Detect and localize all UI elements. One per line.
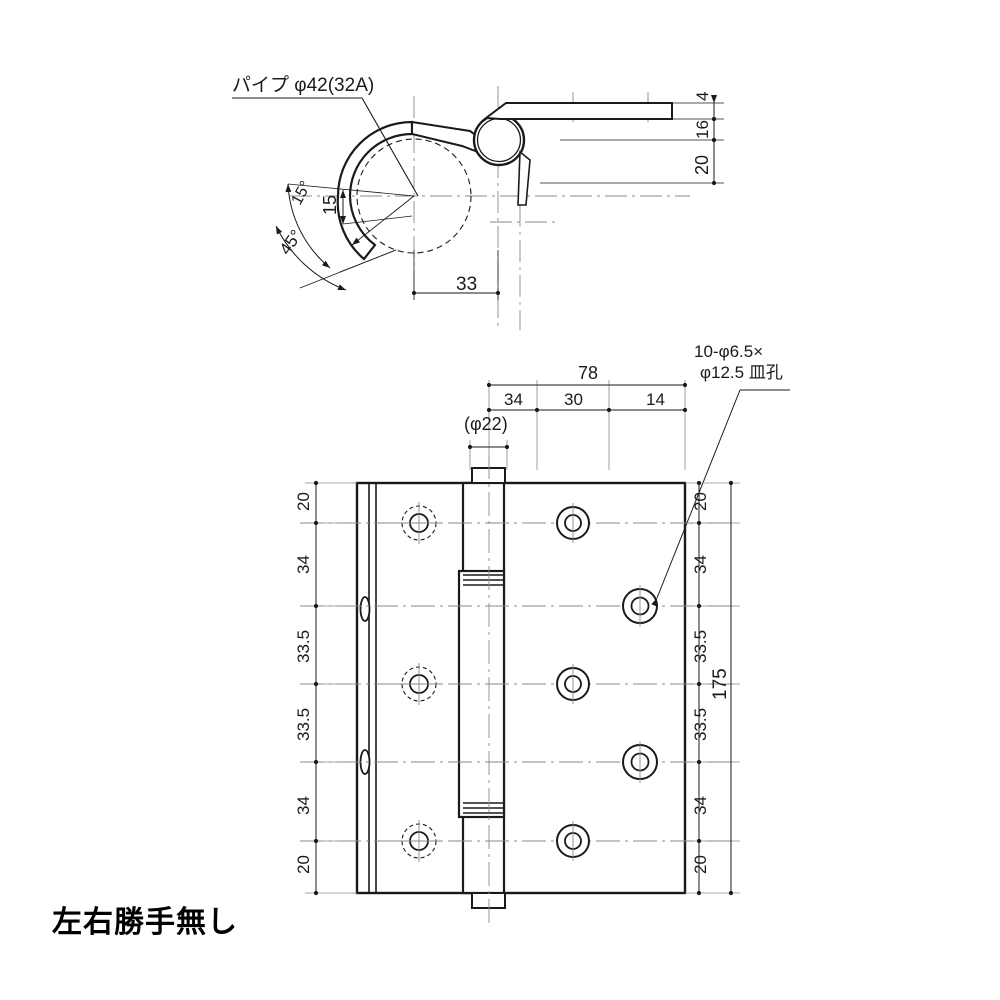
countersunk-hole	[622, 741, 658, 783]
countersunk-hole	[556, 821, 590, 861]
pipe-bracket-section-view	[232, 86, 724, 330]
right-chain-label-0: 20	[691, 492, 710, 511]
dim-33	[411, 250, 501, 300]
right-chain-label-4: 34	[691, 796, 710, 815]
knuckle-joint-lines	[463, 574, 504, 814]
left-chain-label-3: 33.5	[294, 708, 313, 741]
dim-4-label: 4	[693, 92, 712, 101]
dim-15-label: 15	[320, 195, 340, 215]
dim-20-label: 20	[692, 155, 712, 175]
left-chain-label-1: 34	[294, 555, 313, 574]
countersunk-hole	[398, 820, 440, 862]
hole-row-center-lines	[300, 455, 735, 925]
angle-15-label: 15°	[289, 179, 315, 208]
countersunk-hole	[556, 664, 590, 704]
pipe-label-leader	[232, 97, 419, 197]
pipe-hidden-circle	[356, 138, 472, 254]
stop-tab	[517, 150, 531, 206]
pin-diameter-dimension	[467, 440, 510, 470]
hole-callout-line-1: 10-φ6.5×	[694, 342, 763, 361]
hinge-plate-outline	[355, 481, 687, 895]
dim-stack-right	[540, 95, 724, 186]
dim-33-label: 33	[456, 274, 477, 295]
knuckle-outer-circle	[472, 113, 526, 167]
hole-callout-line-2: φ12.5 皿孔	[700, 363, 783, 382]
dim-16-label: 16	[693, 120, 712, 139]
top-dimension-chain	[486, 380, 688, 470]
leaf-edge-slot-upper	[359, 596, 371, 622]
spring-band	[336, 120, 414, 261]
left-chain-label-0: 20	[294, 492, 313, 511]
knuckle-center-segment	[457, 569, 506, 819]
height-total-label: 175	[710, 668, 731, 700]
left-dimension-chain	[305, 480, 357, 896]
pin-diameter-label: (φ22)	[464, 414, 508, 434]
pin-cap-top	[471, 467, 506, 484]
pipe-label: パイプ φ42(32A)	[232, 74, 374, 96]
right-chain-label-1: 34	[691, 555, 710, 574]
right-chain-label-5: 20	[691, 855, 710, 874]
angle-45-label: 45°	[276, 226, 306, 258]
leaf-blade	[483, 102, 673, 120]
countersunk-hole	[556, 503, 590, 543]
pipe-radius-leader	[351, 195, 415, 246]
right-chain-label-2: 33.5	[691, 630, 710, 663]
right-chain-label-3: 33.5	[691, 708, 710, 741]
dim-15-vertical	[340, 190, 413, 225]
width-a-label: 34	[504, 390, 523, 409]
width-total-label: 78	[578, 363, 598, 383]
spring-upper-arm	[411, 120, 484, 154]
width-c-label: 14	[646, 390, 665, 409]
handedness-note: 左右勝手無し	[52, 905, 238, 940]
left-chain-label-5: 20	[294, 855, 313, 874]
right-leaf-hole-group	[556, 503, 658, 861]
left-chain-label-2: 33.5	[294, 630, 313, 663]
right-dimension-chain	[685, 480, 740, 896]
left-chain-label-4: 34	[294, 796, 313, 815]
countersunk-hole	[622, 585, 658, 627]
countersunk-hole	[398, 663, 440, 705]
width-b-label: 30	[564, 390, 583, 409]
left-leaf-hole-group	[398, 502, 440, 862]
pin-cap-bottom	[471, 892, 506, 909]
countersunk-hole	[398, 502, 440, 544]
hinge-plan-view	[300, 380, 790, 925]
angle-dimension-arcs	[275, 183, 415, 291]
